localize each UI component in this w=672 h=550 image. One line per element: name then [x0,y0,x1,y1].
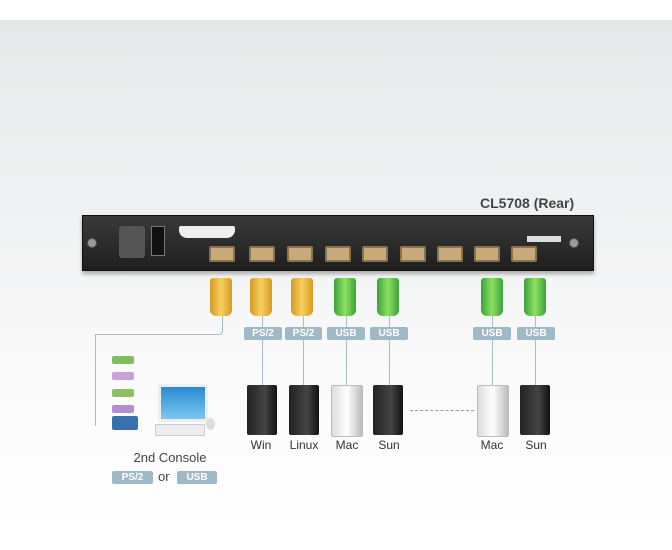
kvm-port [249,246,275,262]
ps2-cable-connector [250,278,272,316]
device-title: CL5708 (Rear) [480,195,575,211]
computer-label: Linux [289,438,319,452]
screw-icon [569,238,579,248]
cable-line [492,316,493,386]
console-port [209,246,235,262]
kvm-port [362,246,388,262]
usb-cable-connector [481,278,503,316]
cable-line [389,316,390,386]
ps2-badge: PS/2 [285,327,322,340]
computer-label: Mac [480,438,504,452]
power-switch-icon [151,226,165,256]
usb-badge: USB [370,327,408,340]
usb-cable-connector [524,278,546,316]
ps2-badge: PS/2 [112,471,153,484]
console-cable-line [95,334,96,426]
mac-tower-icon [331,385,363,437]
kvm-rear-panel [82,215,594,271]
computer-tower-icon [373,385,403,435]
usb-badge: USB [473,327,511,340]
cable-line [303,316,304,386]
kvm-port [325,246,351,262]
computer-label: Win [250,438,272,452]
usb-badge: USB [177,471,217,484]
or-text: or [158,469,170,484]
kvm-port [511,246,537,262]
mouse-icon [206,418,215,430]
ps2-cable-connector [291,278,313,316]
cable-line [262,316,263,386]
cable-line [346,316,347,386]
computer-tower-icon [289,385,319,435]
computer-tower-icon [247,385,277,435]
usb-cable-connector [377,278,399,316]
kvm-port [400,246,426,262]
monitor-icon [158,384,208,422]
console-label: 2nd Console [133,450,207,465]
ps2-badge: PS/2 [244,327,282,340]
dashed-continuation-line [410,410,474,411]
computer-tower-icon [520,385,550,435]
kvm-port [287,246,313,262]
background [0,20,672,530]
cable-line [535,316,536,386]
ps2-keyboard-plug-icon [112,356,134,364]
usb-badge: USB [327,327,365,340]
ps2-mouse-plug-icon [112,372,134,380]
usb-cable-connector [334,278,356,316]
keyboard-icon [155,424,205,436]
computer-label: Sun [525,438,547,452]
power-socket-icon [119,226,145,258]
screw-icon [87,238,97,248]
usb-badge: USB [517,327,555,340]
vga-plug-icon [112,416,138,430]
computer-label: Sun [378,438,400,452]
computer-label: Mac [335,438,359,452]
db25-port-icon [179,226,235,238]
usb-plug-icon [112,389,134,397]
kvm-port [474,246,500,262]
mac-tower-icon [477,385,509,437]
console-cable-line [95,316,223,335]
console-cable-connector [210,278,232,316]
kvm-port [437,246,463,262]
usb-plug-icon [112,405,134,413]
logo-label-icon [527,236,561,242]
